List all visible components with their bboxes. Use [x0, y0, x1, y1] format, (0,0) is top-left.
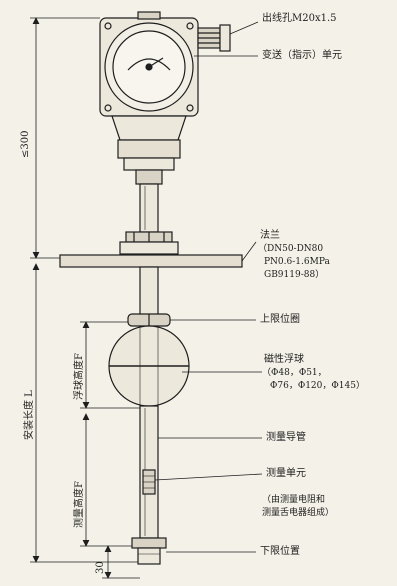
upper-limit-label: 上限位圈 — [260, 314, 300, 325]
measure-unit-label: 测量单元 — [266, 468, 306, 479]
float-spec-line-1: （Φ48，Φ51， — [262, 368, 327, 378]
bottom-offset-dim: 30 — [95, 561, 106, 574]
float-title-label: 磁性浮球 — [264, 354, 304, 365]
guide-tube-label: 测量导管 — [266, 432, 306, 443]
lower-limit-label: 下限位置 — [260, 546, 300, 557]
install-length-dim: 安装长度 L — [24, 390, 35, 440]
flange-spec-line-1: （DN50-DN80 — [258, 244, 324, 254]
measure-desc-line-1: （由测量电阻和 — [262, 495, 326, 505]
flange-title-label: 法兰 — [260, 230, 280, 241]
upper-limit-ring — [127, 313, 171, 327]
cable-hole-label: 出线孔M20x1.5 — [262, 13, 337, 24]
guide-tube — [139, 405, 159, 539]
head-neck — [111, 115, 187, 185]
flange-nut — [119, 231, 179, 255]
dimension-lines — [30, 17, 140, 579]
measure-height-dim: 测量高度F — [74, 481, 85, 528]
measure-desc-line-2: 测量舌电器组成） — [262, 508, 335, 518]
flange-spec-line-2: PN0.6-1.6MPa — [264, 257, 330, 267]
transmitter-head — [99, 11, 199, 117]
float-height-dim: 浮球高度F — [74, 353, 85, 400]
upper-tube — [139, 183, 159, 233]
flange-spec-line-3: GB9119-88） — [264, 270, 325, 280]
magnetic-float — [108, 325, 190, 407]
top-height-dim: ≤300 — [20, 130, 31, 158]
cable-gland — [197, 24, 231, 52]
transmitter-unit-label: 变送（指示）单元 — [262, 50, 342, 61]
middle-tube — [139, 266, 159, 316]
float-spec-line-2: Φ76，Φ120，Φ145） — [270, 381, 365, 391]
leader-lines — [154, 21, 263, 553]
lower-stop — [131, 537, 167, 565]
flange-plate — [59, 254, 243, 268]
